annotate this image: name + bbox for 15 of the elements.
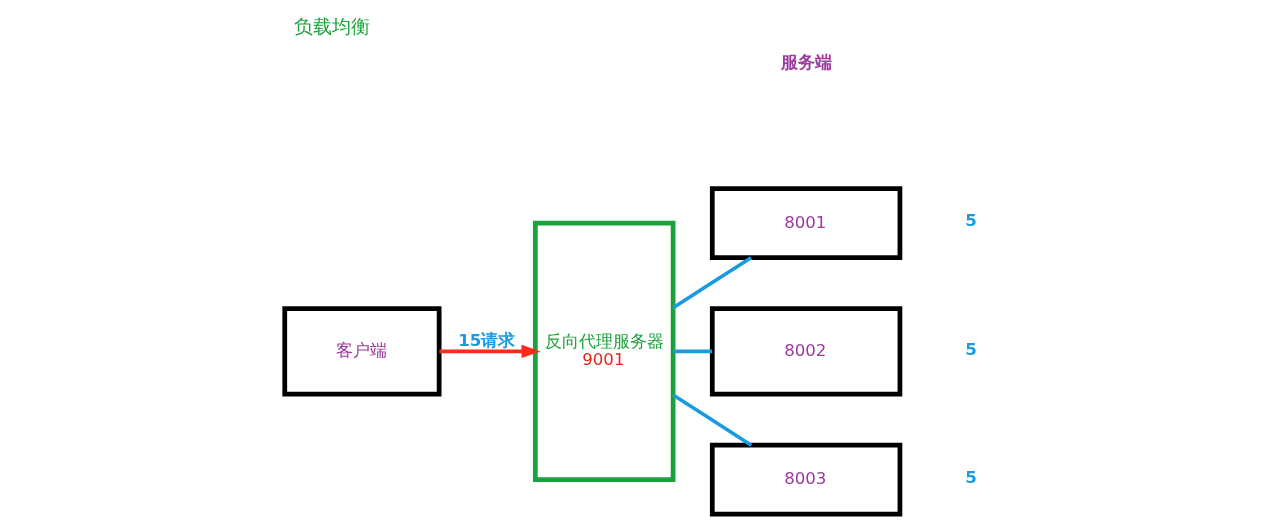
label: 服务端 xyxy=(780,53,832,73)
node-box: 反向代理服务器 9001 xyxy=(532,220,676,482)
node-box: 8002 xyxy=(709,306,903,397)
diagram-title: 负载均衡 xyxy=(294,14,371,37)
node-box: 客户端 xyxy=(282,306,442,397)
connector xyxy=(672,256,752,310)
node-label: 5 xyxy=(965,339,977,359)
node-label: 5 xyxy=(965,211,977,231)
node-box: 8003 xyxy=(709,442,903,517)
edge-label: 15请求 xyxy=(458,330,516,350)
node-box: 8001 xyxy=(709,186,903,260)
node-label: 5 xyxy=(965,467,977,487)
connector xyxy=(672,393,753,447)
connector xyxy=(673,349,713,354)
arrow xyxy=(439,344,541,359)
